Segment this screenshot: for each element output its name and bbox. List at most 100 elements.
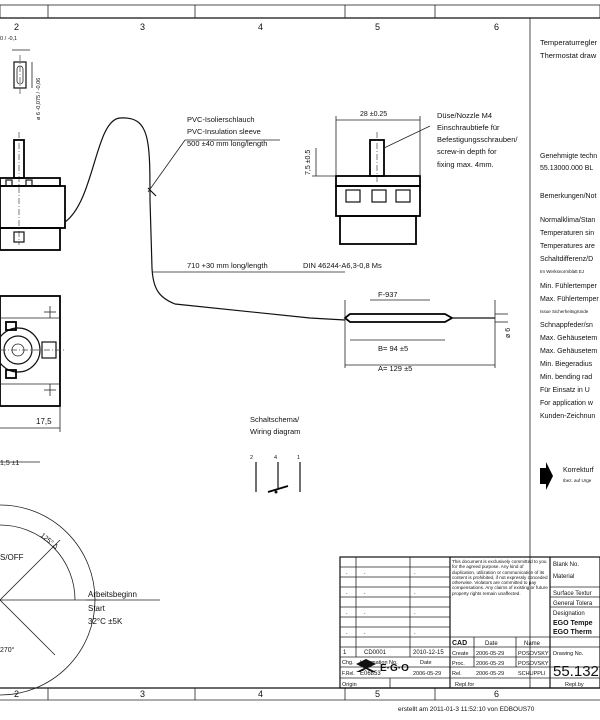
hose-label-2: PVC-Insulation sleeve <box>187 127 261 136</box>
right-notes: Temperaturregler Thermostat draw Genehmi… <box>540 38 599 420</box>
hose-label-1: PVC-Isolierschlauch <box>187 115 255 124</box>
thermostat-side-view <box>0 132 66 251</box>
col-label-top-4: 4 <box>258 22 263 32</box>
terminal-1: 1 <box>297 455 300 461</box>
note-approved-no: 55.13000.000 BL <box>540 165 593 172</box>
cad-create-date: 2006-05-29 <box>476 651 504 657</box>
dial-scale <box>0 504 96 696</box>
sensor-a-label: A= 129 ±5 <box>378 364 412 373</box>
note-row-16: Kunden-Zeichnun <box>540 413 595 420</box>
col-label-top-3: 3 <box>140 22 145 32</box>
svg-text:.: . <box>346 570 348 576</box>
cad-proc-name: POSOVSKY <box>518 661 549 667</box>
note-row-4: Schaltdifferenz/D <box>540 256 593 263</box>
svg-text:.: . <box>414 570 416 576</box>
note-row-7: Max. Fühlertemper <box>540 296 599 303</box>
cad-rel-name: SCHUPPLI <box>518 671 546 677</box>
designation-line-1: EGO Tempe <box>553 620 593 627</box>
dim-width-label: 28 ±0.25 <box>360 111 387 118</box>
note-row-13: Min. bending rad <box>540 374 592 381</box>
col-label-bottom-6: 6 <box>494 689 499 699</box>
designation-line-2: EGO Therm <box>553 629 592 636</box>
dial-label-270: 270° <box>0 646 15 654</box>
drawing-number: 55.132 <box>553 663 599 680</box>
svg-text:.: . <box>414 590 416 596</box>
shaft-tolerance-label: 0 / -0,1 <box>0 36 17 42</box>
shaft-detail <box>12 49 33 95</box>
nozzle-line-4: screw-in depth for <box>437 147 497 156</box>
col-label-bottom-3: 3 <box>140 689 145 699</box>
note-row-12: Min. Biegeradius <box>540 361 593 368</box>
drawing-no-label: Drawing No. <box>553 651 584 657</box>
cad-create-label: Create <box>452 651 469 657</box>
terminal-2: 2 <box>250 455 253 461</box>
shaft-diameter-label: ø 6 -0,075 / -0,06 <box>36 78 42 120</box>
thermostat-front-view <box>312 116 431 245</box>
sleeve-end-mark <box>147 187 157 197</box>
note-row-10: Max. Gehäusetem <box>540 335 597 342</box>
note-row-5: Im Werksnormblatt EJ <box>540 269 584 274</box>
rel-date: 2006-05-29 <box>413 671 441 677</box>
svg-text:.: . <box>364 630 366 636</box>
material-label: Material <box>553 574 574 580</box>
cad-name-header: Name <box>524 641 541 647</box>
ego-logo-icon <box>356 659 376 672</box>
note-approved: Genehmigte techn <box>540 153 597 160</box>
korrektur-line-1: Korrekturf <box>563 467 594 474</box>
wiring-title-1: Schaltschema/ <box>250 415 300 424</box>
svg-text:.: . <box>346 610 348 616</box>
col-label-top-5: 5 <box>375 22 380 32</box>
wiring-diagram <box>255 462 301 494</box>
col-label-bottom-4: 4 <box>258 689 263 699</box>
dim-17-5: 17,5 <box>36 417 52 426</box>
dim-height-label: 7,5 ±0.5 <box>305 150 312 175</box>
cad-date-header: Date <box>485 641 498 647</box>
thermostat-top-view <box>0 295 65 463</box>
title-block <box>339 556 600 689</box>
copyright-notice: This document is exclusively committed t… <box>452 559 548 596</box>
rev-index: 1 <box>343 650 347 656</box>
svg-text:.: . <box>346 590 348 596</box>
sensor-bulb <box>343 299 508 368</box>
surface-label: Surface Textur <box>553 591 592 597</box>
hdr-date: Date <box>420 660 432 666</box>
hdr-chg: Chg. <box>342 660 354 666</box>
note-row-15: For application w <box>540 400 594 407</box>
dial-label-off: S/OFF <box>0 553 24 562</box>
ego-logo-text: E·G·O <box>380 663 409 674</box>
blank-no-label: Blank No. <box>553 562 579 568</box>
note-remarks: Bemerkungen/Not <box>540 193 596 200</box>
korrektur-arrow-icon <box>540 462 553 490</box>
tolerance-label: General Tolera <box>553 601 593 607</box>
repl-for-label: Repl.for <box>455 682 474 688</box>
note-title-2: Thermostat draw <box>540 51 597 60</box>
hdr-info: Information No. <box>360 660 398 666</box>
cad-rel-date: 2006-05-29 <box>476 671 504 677</box>
designation-label: Designation <box>553 611 585 617</box>
cad-rel-label: Rel. <box>452 671 462 677</box>
dim-1-5: 1,5 ±1 <box>0 460 20 467</box>
col-label-bottom-2: 2 <box>14 689 19 699</box>
svg-text:.: . <box>364 590 366 596</box>
note-row-9: Schnappfeder/sn <box>540 322 593 329</box>
cad-header: CAD <box>452 640 467 647</box>
col-label-top-6: 6 <box>494 22 499 32</box>
cad-proc-label: Proc. <box>452 661 465 667</box>
svg-text:.: . <box>414 630 416 636</box>
col-label-top-2: 2 <box>14 22 19 32</box>
hose-label-3: 500 ±40 mm long/length <box>187 139 267 148</box>
korrektur-line-2: Ibez. auf Urge <box>563 478 592 483</box>
hose-leader <box>147 139 186 193</box>
col-label-bottom-5: 5 <box>375 689 380 699</box>
note-row-6: Min. Fühlertemper <box>540 283 597 290</box>
svg-text:.: . <box>364 610 366 616</box>
terminal-4: 4 <box>274 455 277 461</box>
note-row-11: Max. Gehäusetem <box>540 348 597 355</box>
footer-created: erstellt am 2011-01-3 11:52:10 von EDBOU… <box>398 706 535 713</box>
note-title-1: Temperaturregler <box>540 38 598 47</box>
svg-text:.: . <box>414 610 416 616</box>
cad-proc-date: 2006-05-29 <box>476 661 504 667</box>
note-row-3: Temperatures are <box>540 243 595 250</box>
sensor-b-label: B= 94 ±5 <box>378 344 408 353</box>
